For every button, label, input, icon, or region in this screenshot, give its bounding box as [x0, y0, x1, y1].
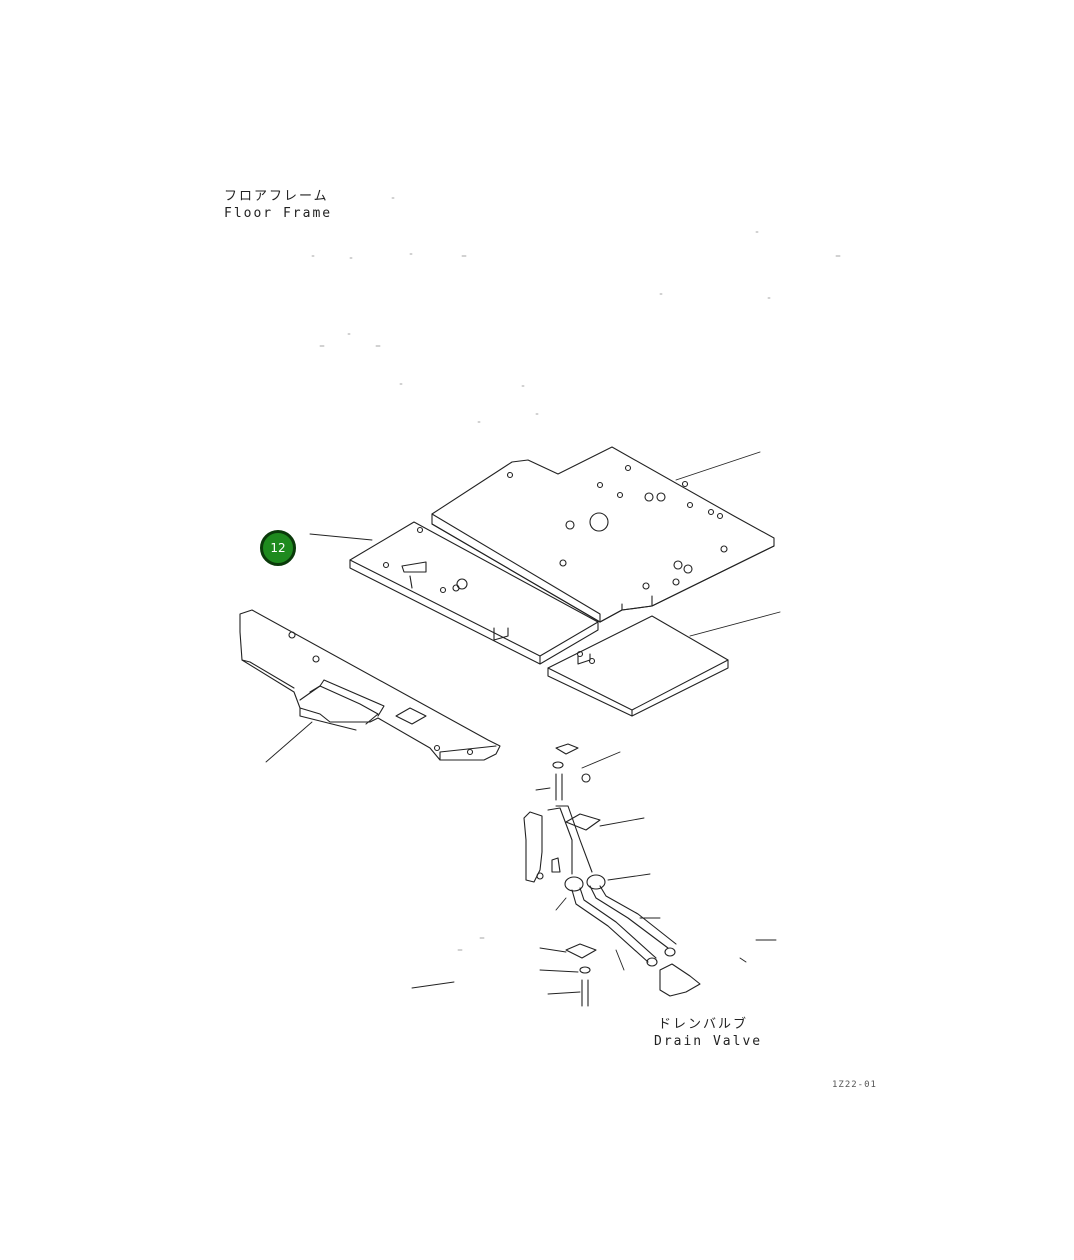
- part-hotspot-12[interactable]: 12: [260, 530, 296, 566]
- floor-plate-middle: [349, 521, 599, 665]
- floor-plate-small: [547, 615, 729, 717]
- scan-marks: [311, 197, 841, 951]
- drawing-code: 1Z22-01: [832, 1080, 877, 1090]
- floor-frame-member: [239, 609, 501, 761]
- leader-lines: [265, 451, 781, 995]
- floor-frame-label-en: Floor Frame: [224, 206, 333, 221]
- floor-frame-label-jp: フロアフレーム: [224, 189, 329, 204]
- drain-hose-assembly: [523, 743, 701, 1007]
- floor-plate-large: [431, 446, 775, 623]
- drain-valve-label-en: Drain Valve: [654, 1034, 763, 1049]
- drain-valve-label-jp: ドレンバルブ: [658, 1017, 749, 1032]
